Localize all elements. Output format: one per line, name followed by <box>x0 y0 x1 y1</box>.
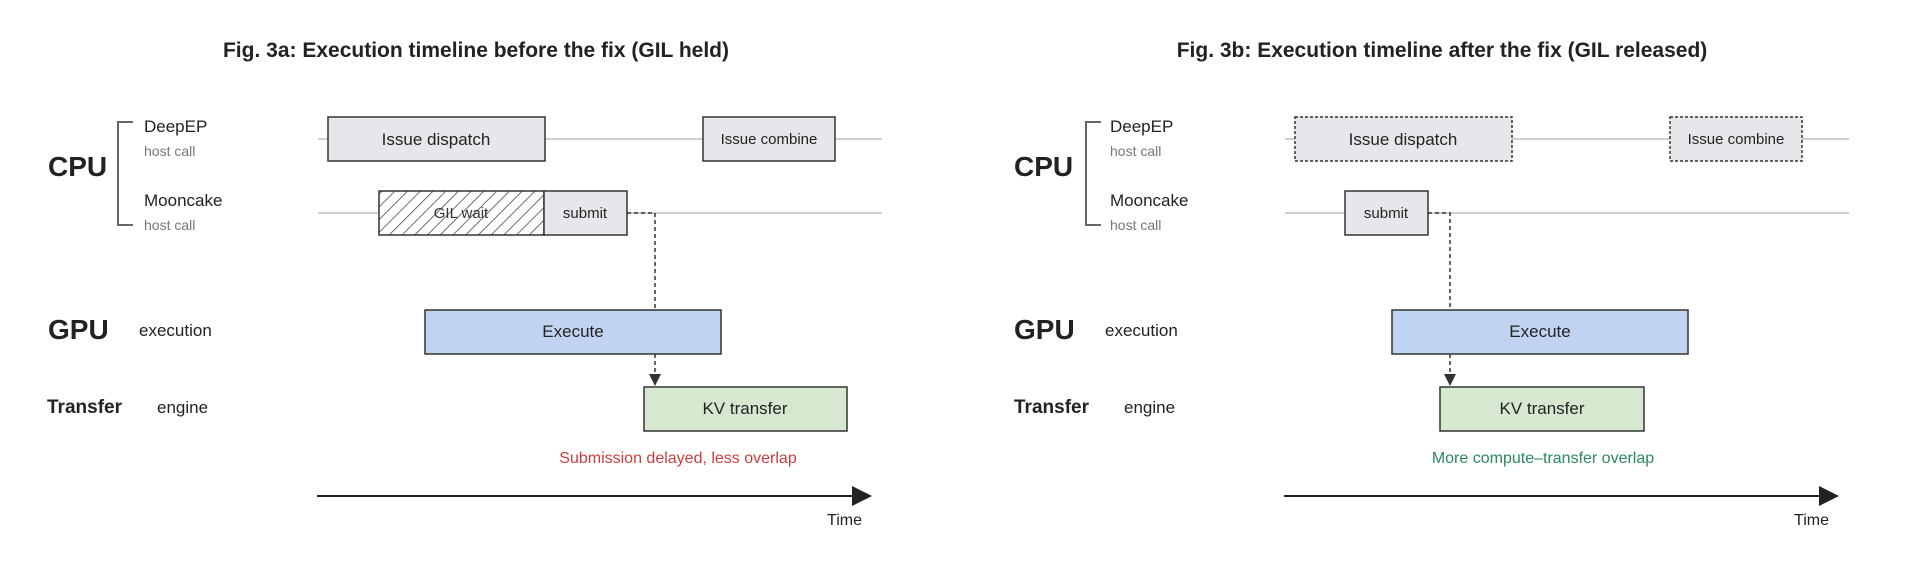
right-mooncake-sub: host call <box>1110 217 1161 233</box>
left-transfer-label: Transfer <box>47 397 123 418</box>
panel-right: Fig. 3b: Execution timeline after the fi… <box>1014 39 1849 529</box>
right-gpu-label: GPU <box>1014 314 1075 345</box>
right-transfer-label: Transfer <box>1014 397 1090 418</box>
left-issue-dispatch-box <box>327 116 546 162</box>
left-title: Fig. 3a: Execution timeline before the f… <box>223 39 729 62</box>
right-issue-combine-box <box>1669 116 1803 162</box>
right-note: More compute–transfer overlap <box>1432 450 1654 467</box>
left-issue-combine-text: Issue combine <box>721 131 818 148</box>
right-deepep-label: DeepEP <box>1110 117 1173 136</box>
right-submit-box <box>1344 190 1429 236</box>
right-execute-text: Execute <box>1509 322 1570 341</box>
right-title: Fig. 3b: Execution timeline after the fi… <box>1177 39 1708 62</box>
left-gpu-sub: execution <box>139 321 212 340</box>
right-execute-box <box>1391 309 1689 355</box>
left-gil-wait-box <box>378 190 545 236</box>
right-issue-dispatch-text: Issue dispatch <box>1349 130 1458 149</box>
right-mooncake-label: Mooncake <box>1110 191 1188 210</box>
left-mooncake-sub: host call <box>144 217 195 233</box>
right-issue-combine-text: Issue combine <box>1688 131 1785 148</box>
left-mooncake-label: Mooncake <box>144 191 222 210</box>
right-cpu-label: CPU <box>1014 151 1073 182</box>
left-cpu-label: CPU <box>48 151 107 182</box>
panel-left: Fig. 3a: Execution timeline before the f… <box>47 39 882 529</box>
right-gpu-sub: execution <box>1105 321 1178 340</box>
left-submit-text: submit <box>563 205 608 222</box>
left-deepep-label: DeepEP <box>144 117 207 136</box>
left-submit-box <box>543 190 628 236</box>
right-kv-transfer-text: KV transfer <box>1499 399 1584 418</box>
right-time-label: Time <box>1794 512 1829 529</box>
left-gpu-label: GPU <box>48 314 109 345</box>
left-issue-combine-box <box>702 116 836 162</box>
right-cpu-bracket <box>1085 121 1101 226</box>
right-kv-transfer-box <box>1439 386 1645 432</box>
left-cpu-bracket <box>117 121 133 226</box>
right-submit-text: submit <box>1364 205 1409 222</box>
left-deepep-sub: host call <box>144 143 195 159</box>
right-submit-connector <box>1428 212 1451 310</box>
right-transfer-sub: engine <box>1124 398 1175 417</box>
left-time-label: Time <box>827 512 862 529</box>
left-kv-transfer-text: KV transfer <box>702 399 787 418</box>
right-deepep-sub: host call <box>1110 143 1161 159</box>
left-kv-transfer-box <box>643 386 848 432</box>
left-execute-text: Execute <box>542 322 603 341</box>
left-execute-box <box>424 309 722 355</box>
left-issue-dispatch-text: Issue dispatch <box>382 130 491 149</box>
left-gil-wait-text: GIL wait <box>434 205 489 222</box>
left-transfer-sub: engine <box>157 398 208 417</box>
left-note: Submission delayed, less overlap <box>559 450 797 467</box>
right-issue-dispatch-box <box>1294 116 1513 162</box>
left-submit-connector <box>627 212 656 310</box>
